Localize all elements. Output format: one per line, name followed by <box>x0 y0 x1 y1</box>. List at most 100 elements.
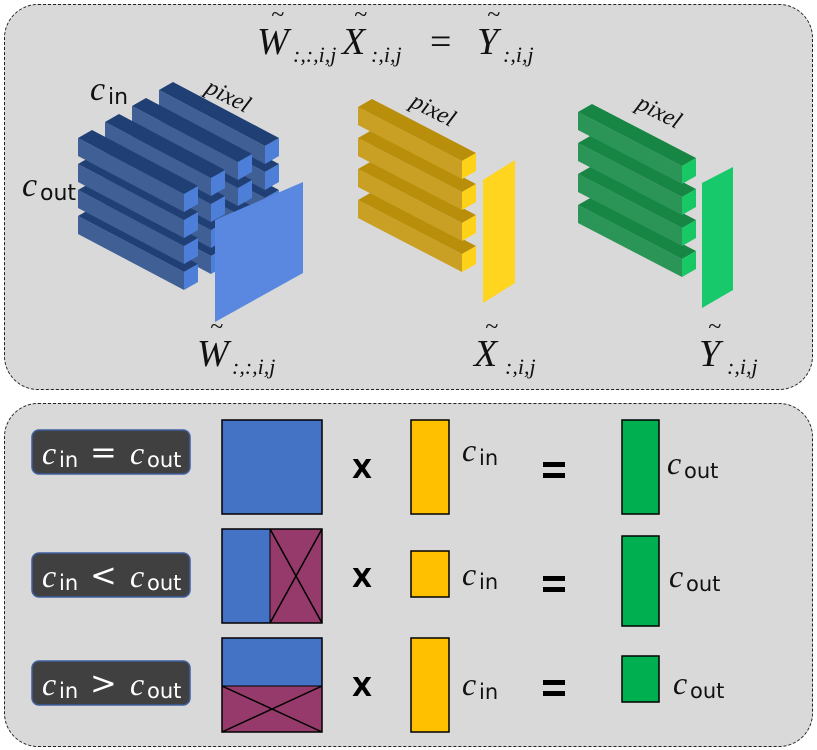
cin-label: c <box>90 71 105 108</box>
tilde: ~ <box>487 2 500 28</box>
case-badge <box>31 429 191 475</box>
tilde: ~ <box>271 2 284 28</box>
eq-w-sub: :,:,i,j <box>293 42 336 67</box>
bar-end-face <box>184 186 198 212</box>
bar-top-face <box>358 130 476 192</box>
input-vector <box>410 637 450 733</box>
output-caption: Y <box>699 333 724 375</box>
bar-top-face <box>578 197 696 259</box>
cout-sub: out <box>690 679 724 703</box>
mask-cross-line <box>269 528 323 624</box>
bar-end-face <box>462 153 476 179</box>
badge-op: > <box>90 664 117 702</box>
bar-end-face <box>682 251 696 277</box>
bar-side-face <box>159 90 265 164</box>
bar-side-face <box>578 174 682 246</box>
active-region <box>222 638 322 686</box>
bar-top-face <box>105 114 225 178</box>
badge-c: c <box>130 435 144 471</box>
matrix-border <box>221 637 323 733</box>
case-badge <box>31 552 191 598</box>
badge-op: = <box>90 433 117 471</box>
weight-matrix-partial <box>221 637 323 733</box>
bar-top-face <box>78 130 198 194</box>
eq-w: W <box>257 21 292 63</box>
bar-end-face <box>184 264 198 290</box>
cout-label: c <box>673 665 687 701</box>
weight-matrix <box>221 419 323 515</box>
cin-label: c <box>462 432 476 468</box>
bar-end-face <box>462 215 476 241</box>
bar-top-face <box>358 161 476 223</box>
bar-end-face <box>265 138 279 164</box>
bar-side-face <box>578 205 682 277</box>
bar-end-face <box>184 212 198 238</box>
case-row-less: c in < c out X c in c out <box>31 528 720 627</box>
bar-end-face <box>211 196 225 222</box>
bar-top-face <box>578 135 696 197</box>
bar-end-face <box>462 246 476 272</box>
top-equation: W ~ :,:,i,j X ~ :,i,j = Y ~ :,i,j <box>257 2 534 67</box>
eq-y-sub: :,i,j <box>503 42 534 67</box>
times-sign: X <box>352 455 372 485</box>
bar-end-face <box>211 170 225 196</box>
bar-side-face <box>578 143 682 215</box>
equals-sign-top <box>543 576 565 581</box>
output-vector <box>621 655 660 703</box>
badge-op: < <box>90 556 117 594</box>
badge-sub: out <box>147 679 181 703</box>
bar-top-face <box>78 156 198 220</box>
bar-top-face <box>578 166 696 228</box>
weight-pixel-plane <box>215 182 303 322</box>
bar-end-face <box>462 184 476 210</box>
cout-sub: out <box>684 459 718 483</box>
bar-end-face <box>238 180 252 206</box>
bar-top-face <box>358 192 476 254</box>
eq-x-sub: :,i,j <box>371 42 402 67</box>
bar-end-face <box>265 164 279 190</box>
bar-side-face <box>358 200 462 272</box>
cout-label: c <box>669 558 683 594</box>
eq-x: X <box>340 21 367 63</box>
bar-side-face <box>78 138 184 212</box>
bar-side-face <box>358 138 462 210</box>
case-badge <box>31 660 191 706</box>
pixel-label: pixel <box>630 89 685 134</box>
matrix-border <box>221 528 323 624</box>
output-vector <box>621 535 660 627</box>
tilde: ~ <box>210 314 223 340</box>
bar-side-face <box>105 122 211 196</box>
tilde: ~ <box>354 2 367 28</box>
cin-sub: in <box>479 446 498 470</box>
bar-top-face <box>159 82 279 146</box>
cin-label: c <box>462 666 476 702</box>
bar-side-face <box>578 112 682 184</box>
bar-end-face <box>682 220 696 246</box>
badge-c: c <box>130 558 144 594</box>
eq-y: Y <box>477 21 502 63</box>
equals-sign-bottom <box>543 587 565 592</box>
cin-sub: in <box>479 570 498 594</box>
badge-c: c <box>130 666 144 702</box>
cin-label: c <box>462 556 476 592</box>
tilde: ~ <box>485 314 498 340</box>
badge-sub: in <box>59 448 78 472</box>
badge-c: c <box>42 435 56 471</box>
weight-caption-sub: :,:,i,j <box>232 354 275 379</box>
badge-sub: in <box>59 571 78 595</box>
badge-c: c <box>42 666 56 702</box>
bar-side-face <box>78 190 184 264</box>
cout-label: c <box>22 167 37 204</box>
input-caption-sub: :,i,j <box>505 354 536 379</box>
cout-label: c <box>667 445 681 481</box>
bar-side-face <box>132 106 238 180</box>
times-sign: X <box>352 673 372 703</box>
bar-end-face <box>184 238 198 264</box>
input-pixel-plane <box>483 160 515 303</box>
equals-sign-bottom <box>543 691 565 696</box>
weight-tensor-cube <box>78 82 279 290</box>
case-row-greater: c in > c out X c in c out <box>31 637 724 733</box>
badge-sub: in <box>59 679 78 703</box>
input-vector <box>410 419 450 515</box>
weight-caption: W <box>197 333 232 375</box>
